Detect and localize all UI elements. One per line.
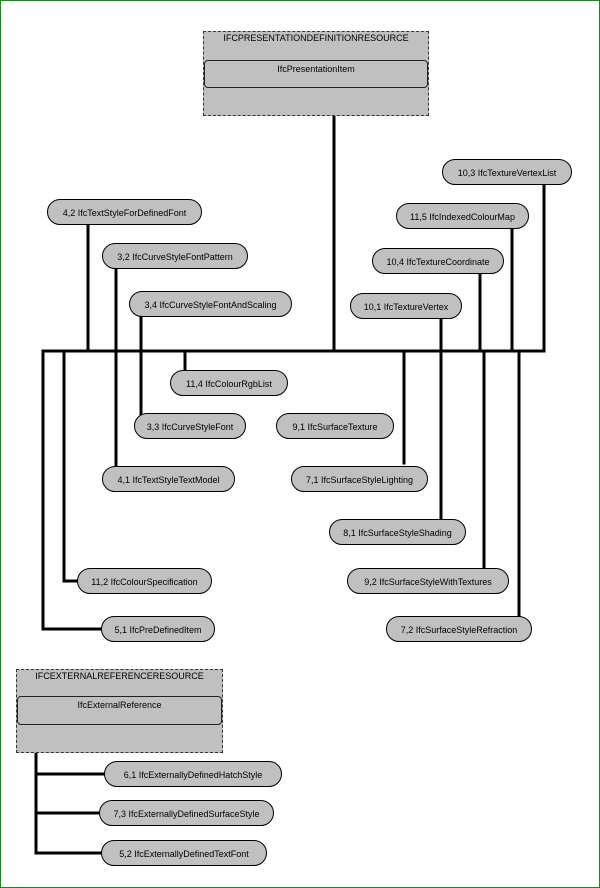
node-colour-rgb-list[interactable]: 11,4 IfcColourRgbList (170, 370, 288, 396)
node-text-style-for-defined-font[interactable]: 4,2 IfcTextStyleForDefinedFont (47, 199, 202, 225)
external-resource-box: IFCEXTERNALREFERENCERESOURCE IfcExternal… (16, 669, 223, 753)
node-texture-vertex-list[interactable]: 10,3 IfcTextureVertexList (442, 159, 572, 185)
node-indexed-colour-map[interactable]: 11,5 IfcIndexedColourMap (396, 203, 529, 229)
node-text-style-text-model[interactable]: 4,1 IfcTextStyleTextModel (102, 466, 235, 492)
node-curve-style-font-and-scaling[interactable]: 3,4 IfcCurveStyleFontAndScaling (129, 291, 292, 317)
node-surface-style-with-textures[interactable]: 9,2 IfcSurfaceStyleWithTextures (347, 568, 509, 594)
node-surface-texture[interactable]: 9,1 IfcSurfaceTexture (276, 413, 394, 439)
supertype-label: IfcExternalReference (17, 696, 222, 725)
node-colour-specification[interactable]: 11,2 IfcColourSpecification (77, 568, 212, 594)
supertype-label: IfcPresentationItem (204, 60, 428, 88)
node-texture-coordinate[interactable]: 10,4 IfcTextureCoordinate (372, 248, 504, 274)
node-surface-style-refraction[interactable]: 7,2 IfcSurfaceStyleRefraction (386, 616, 532, 642)
node-curve-style-font-pattern[interactable]: 3,2 IfcCurveStyleFontPattern (102, 243, 248, 269)
node-externally-defined-hatch-style[interactable]: 6,1 IfcExternallyDefinedHatchStyle (104, 761, 282, 787)
presentation-resource-box: IFCPRESENTATIONDEFINITIONRESOURCE IfcPre… (203, 31, 429, 116)
node-curve-style-font[interactable]: 3,3 IfcCurveStyleFont (134, 413, 246, 439)
node-surface-style-shading[interactable]: 8,1 IfcSurfaceStyleShading (329, 519, 466, 545)
node-externally-defined-surface-style[interactable]: 7,3 IfcExternallyDefinedSurfaceStyle (99, 800, 274, 826)
resource-title: IFCPRESENTATIONDEFINITIONRESOURCE (223, 33, 409, 43)
resource-title: IFCEXTERNALREFERENCERESOURCE (35, 671, 204, 681)
node-pre-defined-item[interactable]: 5,1 IfcPreDefinedItem (101, 616, 215, 642)
node-texture-vertex[interactable]: 10,1 IfcTextureVertex (350, 293, 462, 319)
node-surface-style-lighting[interactable]: 7,1 IfcSurfaceStyleLighting (291, 466, 428, 492)
node-externally-defined-text-font[interactable]: 5,2 IfcExternallyDefinedTextFont (101, 840, 267, 866)
